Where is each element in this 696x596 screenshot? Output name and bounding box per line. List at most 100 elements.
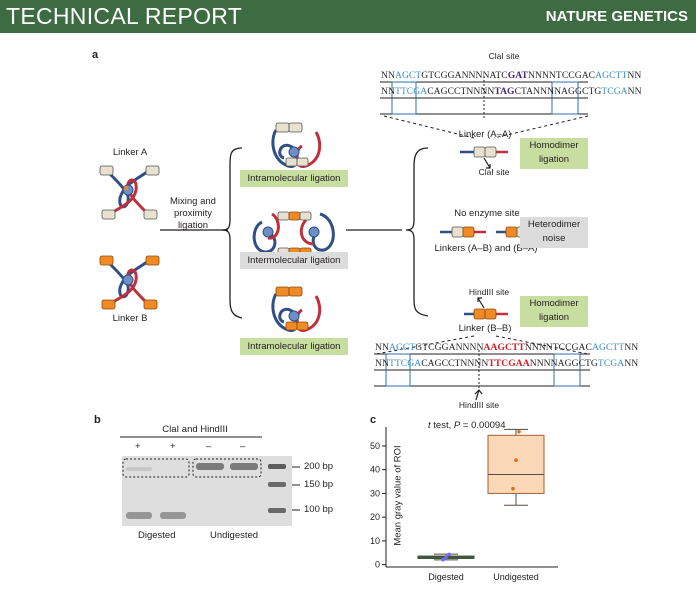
sequence-segment: NN bbox=[627, 70, 642, 81]
intermolecular-label: Intermolecular ligation bbox=[240, 252, 348, 269]
sequence-segment: CTANNNNAGGCTG bbox=[514, 86, 602, 97]
clai-site-top-label: ClaI site bbox=[488, 51, 520, 61]
mixing-line-2: proximity bbox=[173, 208, 212, 219]
y-tick-label: 20 bbox=[370, 512, 380, 522]
hindiii-seq-bottom-strand: NNTTCGACAGCCTNNNNTTCGAANNNNAGGCTGTCGANN bbox=[375, 358, 638, 369]
intramolecular-top-label: Intramolecular ligation bbox=[240, 170, 348, 187]
sequence-segment: AGCT bbox=[394, 70, 422, 81]
report-type-title: TECHNICAL REPORT bbox=[6, 3, 243, 29]
sequence-segment: GAA bbox=[508, 358, 530, 369]
sequence-segment: NN bbox=[624, 358, 639, 369]
journal-name: NATURE GENETICS bbox=[545, 8, 688, 25]
sequence-segment: NN bbox=[375, 342, 389, 353]
ladder-150: 150 bp bbox=[304, 479, 334, 490]
gel-undigested-label: Undigested bbox=[210, 530, 259, 541]
homodimer-bottom-box: Homodimer ligation bbox=[520, 296, 588, 327]
box-undigested bbox=[487, 434, 545, 494]
linker-aa-label: Linker (A–A) bbox=[458, 129, 512, 140]
panel-a-letter: a bbox=[92, 49, 99, 61]
data-point bbox=[441, 557, 445, 562]
lane-3-sign: – bbox=[206, 441, 212, 452]
y-tick-label: 10 bbox=[370, 536, 380, 546]
homodimer-top-line-1: Homodimer bbox=[529, 140, 579, 151]
intramolecular-bottom-molecule bbox=[271, 286, 322, 332]
sequence-segment: GAT bbox=[507, 70, 528, 81]
gel-panel bbox=[120, 436, 300, 526]
clai-sequence-box bbox=[380, 76, 589, 139]
ladder-100: 100 bp bbox=[304, 504, 334, 515]
lane-4-sign: – bbox=[240, 441, 246, 452]
clai-site-mid-label: ClaI site bbox=[478, 167, 510, 177]
linker-bb-label: Linker (B–B) bbox=[458, 323, 512, 334]
sequence-segment: NN bbox=[375, 358, 389, 369]
y-tick-label: 50 bbox=[370, 441, 380, 451]
intramolecular-top-molecule bbox=[271, 122, 322, 168]
hindiii-site-mid-label: HindIII site bbox=[468, 287, 510, 297]
sequence-segment: GTCGGANNNN bbox=[415, 342, 484, 353]
linker-aa-fragment bbox=[460, 146, 508, 169]
no-enzyme-site-label: No enzyme site bbox=[454, 208, 520, 219]
lane-2-sign: + bbox=[170, 441, 176, 452]
chart-annotation: t test, P = 0.00094 bbox=[428, 420, 506, 431]
clai-seq-bottom-strand: NNTTCGACAGCCTNNNNTAGCTANNNNAGGCTGTCGANN bbox=[381, 86, 642, 97]
data-point bbox=[517, 429, 521, 434]
linkers-ab-ba-label: Linkers (A–B) and (B–A) bbox=[434, 243, 538, 254]
panel-b-letter: b bbox=[94, 414, 101, 426]
homodimer-bottom-line-1: Homodimer bbox=[529, 298, 579, 309]
sequence-segment: TTC bbox=[488, 358, 509, 369]
sequence-segment: CAGCCTNNNN bbox=[421, 358, 489, 369]
intermolecular-molecule bbox=[252, 211, 335, 257]
sequence-segment: GTCGGANNNNATC bbox=[421, 70, 508, 81]
sequence-segment: AGCTT bbox=[592, 342, 625, 353]
journal-header bbox=[0, 0, 696, 33]
linker-a-molecule bbox=[99, 165, 160, 220]
sequence-segment: NNNNAGGCTG bbox=[529, 358, 598, 369]
y-tick-label: 0 bbox=[375, 560, 380, 570]
data-point bbox=[447, 552, 451, 557]
y-tick-label: 40 bbox=[370, 465, 380, 475]
linker-bb-fragment bbox=[464, 297, 508, 320]
hindiii-site-bottom-label: HindIII site bbox=[458, 400, 500, 410]
homodimer-top-line-2: ligation bbox=[538, 154, 570, 165]
panel-c-letter: c bbox=[370, 414, 377, 426]
sequence-segment: NNNNTCCGAC bbox=[524, 342, 592, 353]
ladder-200: 200 bp bbox=[304, 461, 334, 472]
sequence-segment: CAGCCTNNNN bbox=[427, 86, 495, 97]
mixing-label: Mixing and proximity ligation bbox=[160, 196, 226, 232]
gel-title: ClaI and HindIII bbox=[162, 424, 228, 435]
linker-b-label: Linker B bbox=[112, 313, 148, 324]
sequence-segment: TAG bbox=[494, 86, 515, 97]
hindiii-sequence-box bbox=[374, 335, 590, 401]
sequence-segment: TCGA bbox=[597, 358, 625, 369]
linker-b-molecule bbox=[99, 255, 160, 310]
sequence-segment: AGCT bbox=[388, 342, 416, 353]
heterodimer-line-1: Heterodimer bbox=[527, 219, 581, 230]
data-point bbox=[511, 486, 515, 491]
data-point bbox=[514, 458, 518, 463]
lane-1-sign: + bbox=[135, 441, 141, 452]
sequence-segment: NN bbox=[627, 86, 642, 97]
sequence-segment: AAG bbox=[483, 342, 505, 353]
clai-seq-top-strand: NNAGCTGTCGGANNNNATCGATNNNNTCCGACAGCTTNN bbox=[381, 70, 641, 81]
x-tick-label: Digested bbox=[428, 572, 464, 582]
chart-ylabel: Mean gray value of ROI bbox=[392, 445, 404, 546]
hindiii-seq-top-strand: NNAGCTGTCGGANNNNAAGCTTNNNNTCCGACAGCTTNN bbox=[375, 342, 638, 353]
sequence-segment: AGCTT bbox=[595, 70, 628, 81]
gel-digested-label: Digested bbox=[138, 530, 176, 541]
homodimer-top-box: Homodimer ligation bbox=[520, 138, 588, 169]
sequence-segment: NN bbox=[381, 86, 395, 97]
sequence-segment: NN bbox=[381, 70, 395, 81]
x-tick-label: Undigested bbox=[493, 572, 539, 582]
sequence-segment: CTT bbox=[504, 342, 525, 353]
mixing-line-1: Mixing and bbox=[170, 196, 216, 207]
mixing-line-3: ligation bbox=[177, 220, 209, 231]
sequence-segment: NNNNTCCGAC bbox=[528, 70, 596, 81]
sequence-segment: TCGA bbox=[601, 86, 628, 97]
heterodimer-box: Heterodimer noise bbox=[520, 217, 588, 248]
sequence-segment: NN bbox=[624, 342, 639, 353]
homodimer-bottom-line-2: ligation bbox=[538, 312, 570, 323]
linker-a-label: Linker A bbox=[112, 147, 148, 158]
y-tick-label: 30 bbox=[370, 488, 380, 498]
